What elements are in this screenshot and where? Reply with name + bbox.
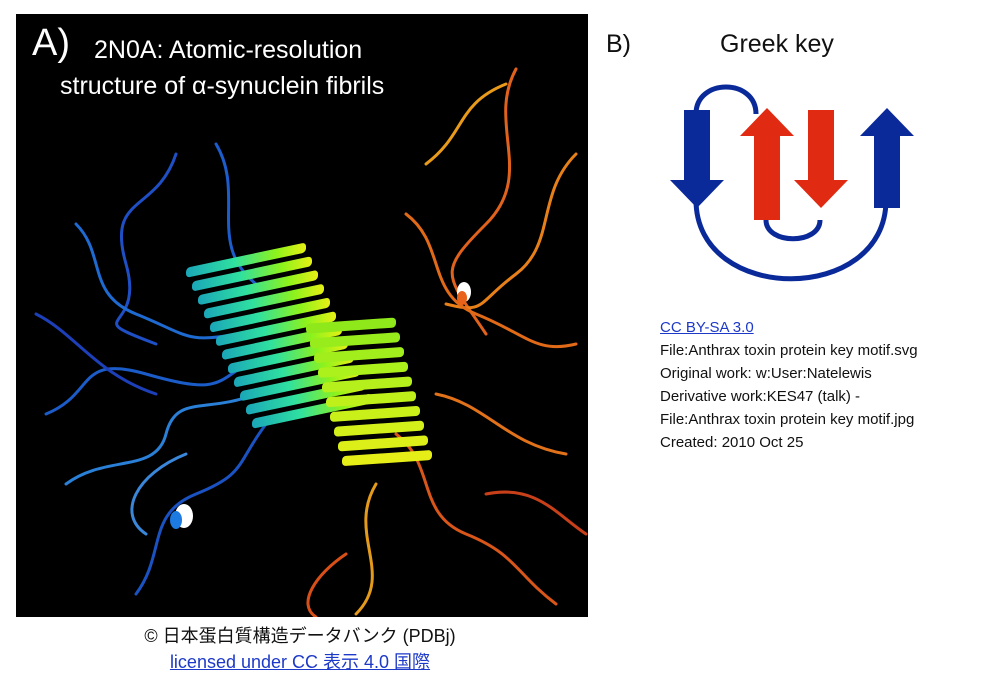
strand-2-arrow <box>740 108 794 220</box>
strand-1-arrow <box>670 110 724 208</box>
protein-structure-image: A) 2N0A: Atomic-resolution structure of … <box>16 14 588 617</box>
credit-line-1: File:Anthrax toxin protein key motif.svg <box>660 342 918 359</box>
credit-line-4: File:Anthrax toxin protein key motif.jpg <box>660 411 915 428</box>
credit-line-2: Original work: w:User:Natelewis <box>660 365 872 382</box>
panel-a-label: A) <box>32 22 70 64</box>
panel-b-title: Greek key <box>720 30 834 58</box>
panel-b-label: B) <box>606 30 631 58</box>
panel-a-copyright: © 日本蛋白質構造データバンク (PDBj) <box>144 626 456 646</box>
strand-4-arrow <box>860 108 914 208</box>
greek-key-loops <box>693 84 889 282</box>
panel-b-credits: CC BY-SA 3.0 File:Anthrax toxin protein … <box>660 316 918 454</box>
panel-a-license-link[interactable]: licensed under CC 表示 4.0 国際 <box>169 652 431 672</box>
strand-3-arrow <box>794 110 848 208</box>
beta-sheet-stack <box>186 243 432 466</box>
credit-line-5: Created: 2010 Oct 25 <box>660 434 804 451</box>
panel-b-license-link[interactable]: CC BY-SA 3.0 <box>660 319 754 336</box>
panel-a-title-line1: 2N0A: Atomic-resolution <box>94 36 363 64</box>
panel-a-title-line2: structure of α-synuclein fibrils <box>60 72 385 100</box>
credit-line-3: Derivative work:KES47 (talk) - <box>660 388 861 405</box>
greek-key-diagram <box>670 84 914 282</box>
fibril-ribbon-illustration <box>34 67 588 617</box>
